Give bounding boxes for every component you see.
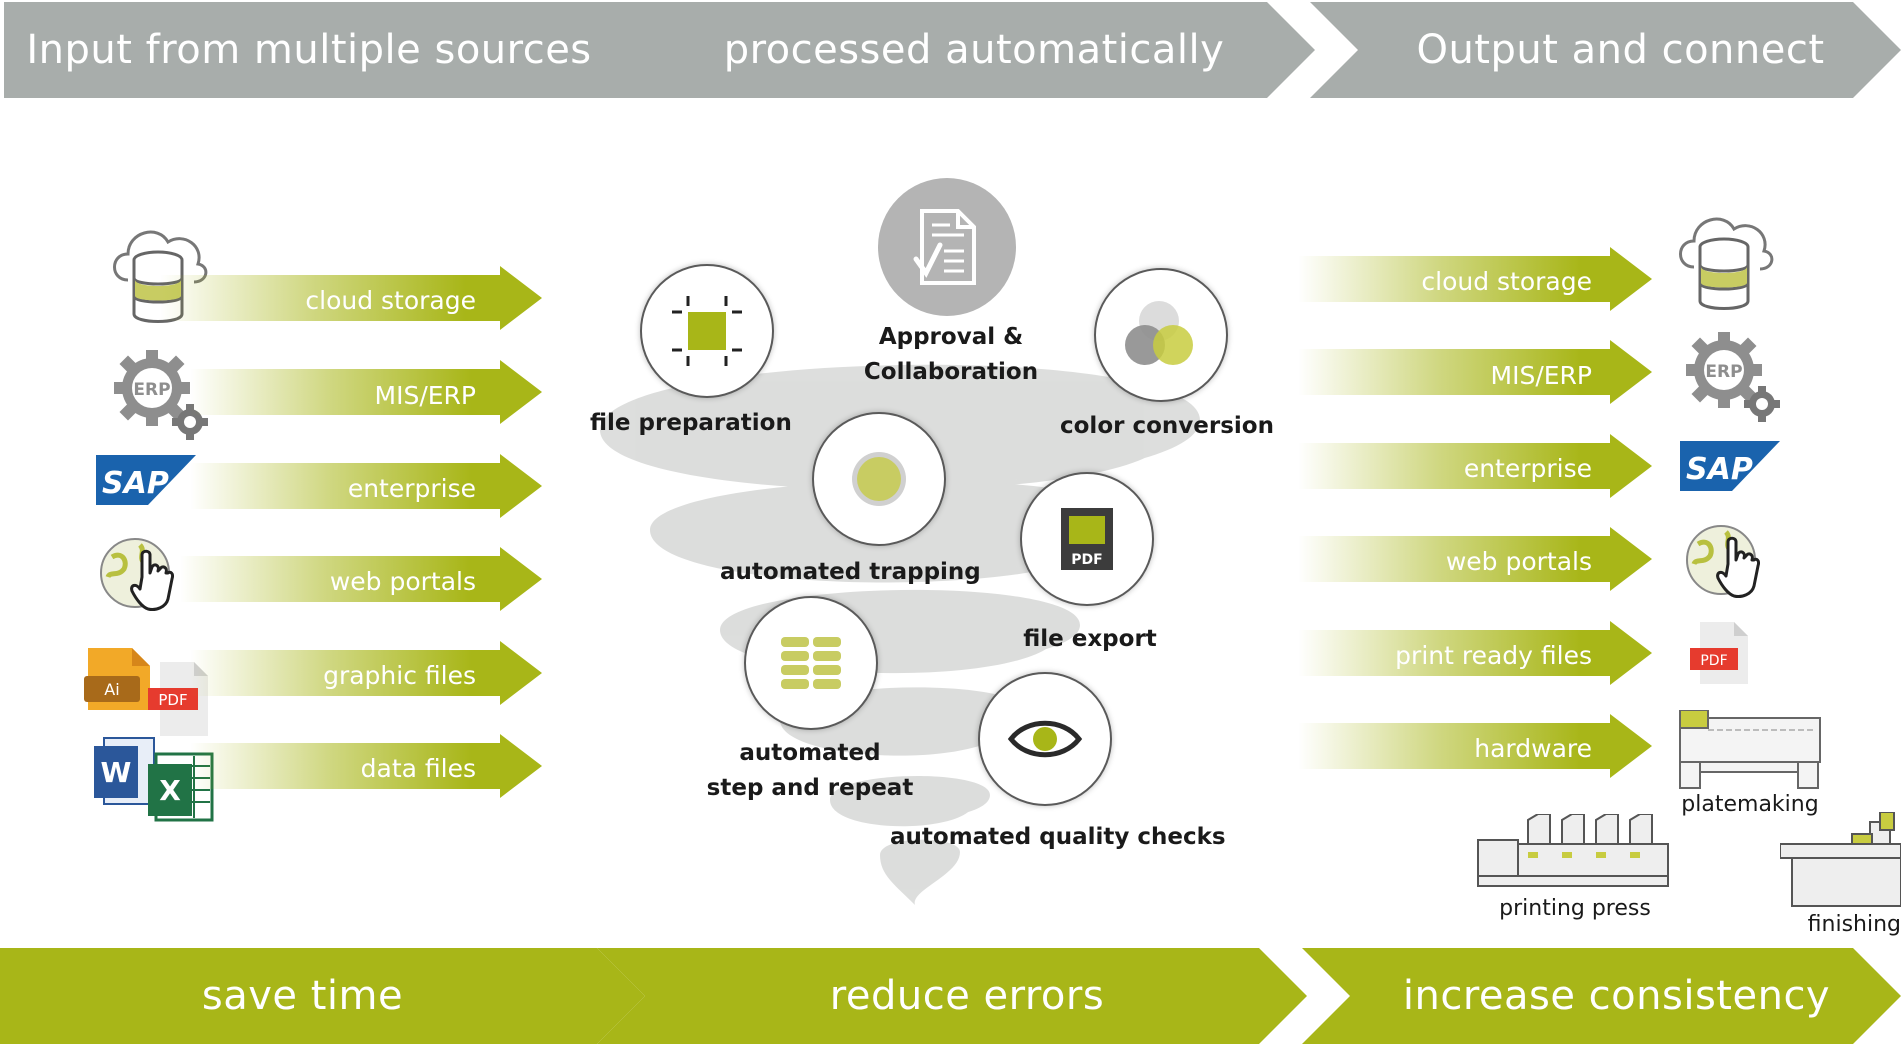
automated-trapping-circle — [812, 412, 946, 546]
output-arrow-label: web portals — [1445, 546, 1592, 576]
input-arrow-data-files — [190, 734, 542, 798]
output-arrow-hardware — [1298, 714, 1652, 778]
output-arrow-cloud-storage — [1298, 247, 1652, 311]
svg-text:SAP: SAP — [102, 466, 169, 501]
file-preparation-circle — [640, 264, 774, 398]
step-repeat-grid-icon — [781, 637, 841, 689]
svg-text:Ai: Ai — [104, 680, 119, 699]
header-step-output: Output and connect — [1310, 2, 1901, 98]
input-arrow-label: cloud storage — [305, 285, 476, 315]
file-preparation-label: file preparation — [590, 410, 792, 436]
finishing-label: finishing — [1807, 912, 1901, 937]
color-conversion-circle — [1094, 268, 1228, 402]
printing-press-icon — [1477, 814, 1669, 887]
quality-checks-circle — [978, 672, 1112, 806]
approval-label: Approval & Collaboration — [863, 324, 1039, 385]
svg-text:W: W — [101, 756, 132, 789]
automated-trapping-label: automated trapping — [720, 559, 981, 585]
svg-text:SAP: SAP — [1686, 452, 1753, 487]
finishing-machine-icon — [1780, 812, 1901, 907]
svg-text:ERP: ERP — [1705, 362, 1742, 382]
file-export-label: file export — [1023, 626, 1157, 652]
color-circles-icon — [1125, 301, 1193, 365]
output-arrow-label: hardware — [1474, 733, 1592, 763]
sap-logo-icon: SAP — [96, 455, 196, 505]
step-and-repeat-label: automated step and repeat — [706, 740, 914, 801]
pdf-export-icon: PDF — [1061, 508, 1113, 570]
step-and-repeat-circle — [744, 596, 878, 730]
svg-text:PDF: PDF — [158, 691, 187, 709]
output-arrow-web-portals — [1298, 527, 1652, 591]
crop-marks-icon — [672, 296, 742, 366]
input-arrow-cloud-storage — [160, 266, 542, 330]
svg-text:PDF: PDF — [1700, 653, 1727, 669]
header-step-input: Input from multiple sources — [4, 2, 654, 98]
cloud-database-icon — [113, 230, 208, 323]
input-arrow-label: data files — [360, 753, 476, 783]
output-arrow-print-ready-files — [1298, 621, 1652, 685]
benefit-reduce-errors: reduce errors — [597, 948, 1307, 1044]
web-globe-icon — [1686, 525, 1760, 598]
input-arrow-label: web portals — [329, 566, 476, 596]
erp-gear-icon: ERP — [114, 350, 208, 440]
color-conversion-label: color conversion — [1060, 413, 1274, 439]
output-arrow-label: MIS/ERP — [1490, 360, 1592, 390]
word-excel-icon: W X — [94, 737, 214, 822]
pdf-file-icon: PDF — [1690, 622, 1748, 684]
output-arrow-label: print ready files — [1395, 640, 1592, 670]
output-arrow-label: enterprise — [1463, 453, 1592, 483]
quality-checks-label: automated quality checks — [890, 824, 1226, 850]
header-step-process: processed automatically — [603, 2, 1315, 98]
output-arrow-label: cloud storage — [1421, 266, 1592, 296]
platemaking-label: platemaking — [1681, 792, 1819, 817]
cloud-database-icon — [1679, 217, 1774, 310]
benefit-increase-consistency: increase consistency — [1302, 948, 1901, 1044]
svg-text:X: X — [159, 774, 181, 807]
benefit-save-time: save time — [0, 948, 645, 1044]
input-arrow-mis-erp — [190, 360, 542, 424]
trapping-dot-icon — [852, 452, 906, 506]
input-arrow-enterprise — [190, 454, 542, 518]
input-arrow-graphic-files — [190, 641, 542, 705]
platemaking-machine-icon — [1679, 710, 1821, 789]
web-globe-icon — [100, 538, 174, 611]
svg-text:ERP: ERP — [133, 380, 170, 400]
approval-circle — [878, 178, 1016, 316]
input-arrow-label: graphic files — [323, 660, 476, 690]
eye-icon — [1007, 720, 1083, 758]
input-arrow-label: MIS/ERP — [374, 380, 476, 410]
output-arrow-enterprise — [1298, 434, 1652, 498]
erp-gear-icon: ERP — [1686, 332, 1780, 422]
approval-document-icon — [913, 209, 976, 285]
input-arrow-label: enterprise — [347, 473, 476, 503]
output-arrow-mis-erp — [1298, 340, 1652, 404]
sap-logo-icon: SAP — [1680, 441, 1780, 491]
printing-press-label: printing press — [1499, 896, 1651, 921]
svg-text:PDF: PDF — [1071, 552, 1102, 568]
input-arrow-web-portals — [180, 547, 542, 611]
file-export-circle: PDF — [1020, 472, 1154, 606]
